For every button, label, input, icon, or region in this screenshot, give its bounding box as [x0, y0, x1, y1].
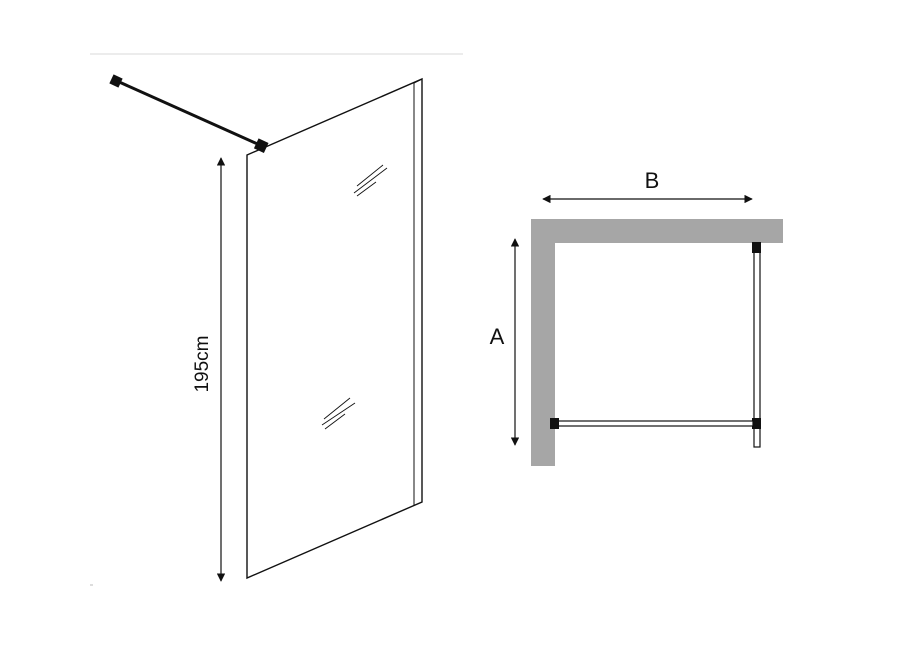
glass-reflection-lower — [321, 397, 356, 430]
wall-l-shape — [531, 219, 783, 466]
glass-reflection-upper — [353, 164, 388, 197]
plan-view: B A — [490, 168, 783, 466]
panel-edge-top — [413, 78, 423, 84]
glass-panel-side — [753, 242, 761, 448]
width-label: B — [645, 168, 660, 193]
support-bar — [116, 79, 263, 148]
depth-label: A — [490, 324, 505, 349]
support-bar-plan — [557, 420, 754, 427]
panel-clamp-top — [752, 242, 761, 253]
wall-bracket-plan — [550, 418, 559, 429]
panel-clamp-bottom — [752, 418, 761, 429]
glass-clamp — [253, 138, 269, 153]
glass-panel-view: 195cm — [109, 74, 423, 582]
wall-bracket — [109, 74, 123, 88]
glass-panel — [246, 77, 423, 580]
height-label: 195cm — [192, 335, 213, 392]
